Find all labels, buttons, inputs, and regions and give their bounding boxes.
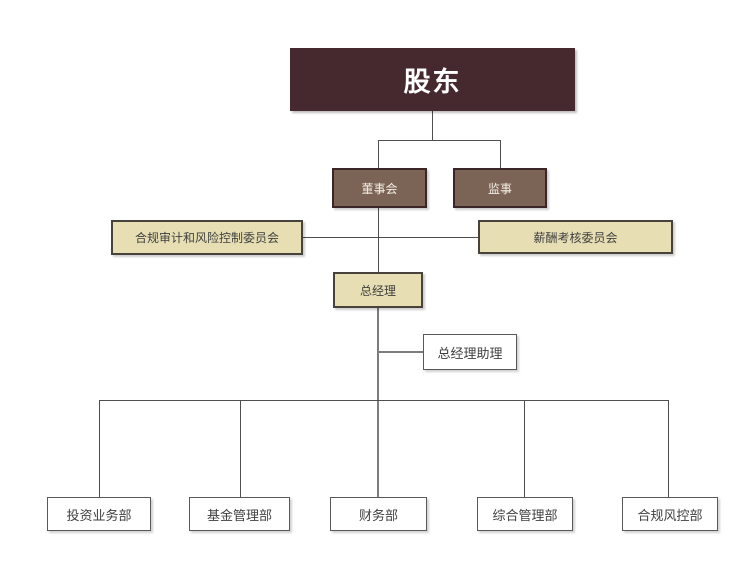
org-node-board: 董事会	[332, 168, 427, 208]
connector-to-dept-investment	[99, 400, 100, 497]
org-node-dept-finance: 财务部	[330, 497, 427, 531]
org-node-general-manager: 总经理	[333, 272, 423, 308]
org-node-shareholders-label: 股东	[403, 67, 462, 97]
org-node-dept-general-label: 综合管理部	[492, 507, 558, 523]
org-node-board-label: 董事会	[361, 181, 398, 196]
org-node-supervisor: 监事	[453, 168, 547, 208]
org-node-general-manager-label: 总经理	[359, 283, 396, 298]
org-node-dept-investment-label: 投资业务部	[66, 507, 132, 523]
org-node-dept-fund-label: 基金管理部	[206, 507, 272, 523]
org-node-dept-general: 综合管理部	[477, 497, 573, 531]
connector-departments-horizontal	[99, 400, 669, 401]
connector-to-board	[378, 140, 379, 168]
connector-gm-trunk	[377, 308, 379, 498]
org-node-dept-investment: 投资业务部	[47, 497, 151, 531]
connector-to-supervisor	[500, 140, 501, 168]
connector-to-dept-fund	[240, 400, 241, 497]
org-node-gm-assistant: 总经理助理	[423, 334, 517, 370]
org-node-audit-committee: 合规审计和风险控制委员会	[111, 220, 303, 255]
connector-to-dept-compliance	[668, 400, 669, 497]
connector-committees	[303, 237, 478, 238]
org-node-shareholders: 股东	[290, 48, 575, 111]
connector-to-dept-general	[524, 400, 525, 497]
connector-shareholders-down	[432, 111, 433, 140]
org-node-audit-committee-label: 合规审计和风险控制委员会	[134, 231, 279, 245]
org-node-remuneration-committee: 薪酬考核委员会	[478, 220, 673, 254]
org-node-supervisor-label: 监事	[487, 181, 512, 196]
connector-top-horizontal	[378, 140, 501, 141]
org-node-dept-compliance: 合规风控部	[622, 497, 718, 531]
connector-board-to-gm	[378, 208, 379, 272]
connector-to-gm-assistant	[378, 351, 423, 353]
org-node-gm-assistant-label: 总经理助理	[437, 345, 503, 361]
org-node-remuneration-committee-label: 薪酬考核委员会	[533, 230, 618, 245]
org-node-dept-finance-label: 财务部	[358, 507, 398, 523]
org-node-dept-compliance-label: 合规风控部	[637, 507, 703, 523]
org-node-dept-fund: 基金管理部	[189, 497, 290, 531]
